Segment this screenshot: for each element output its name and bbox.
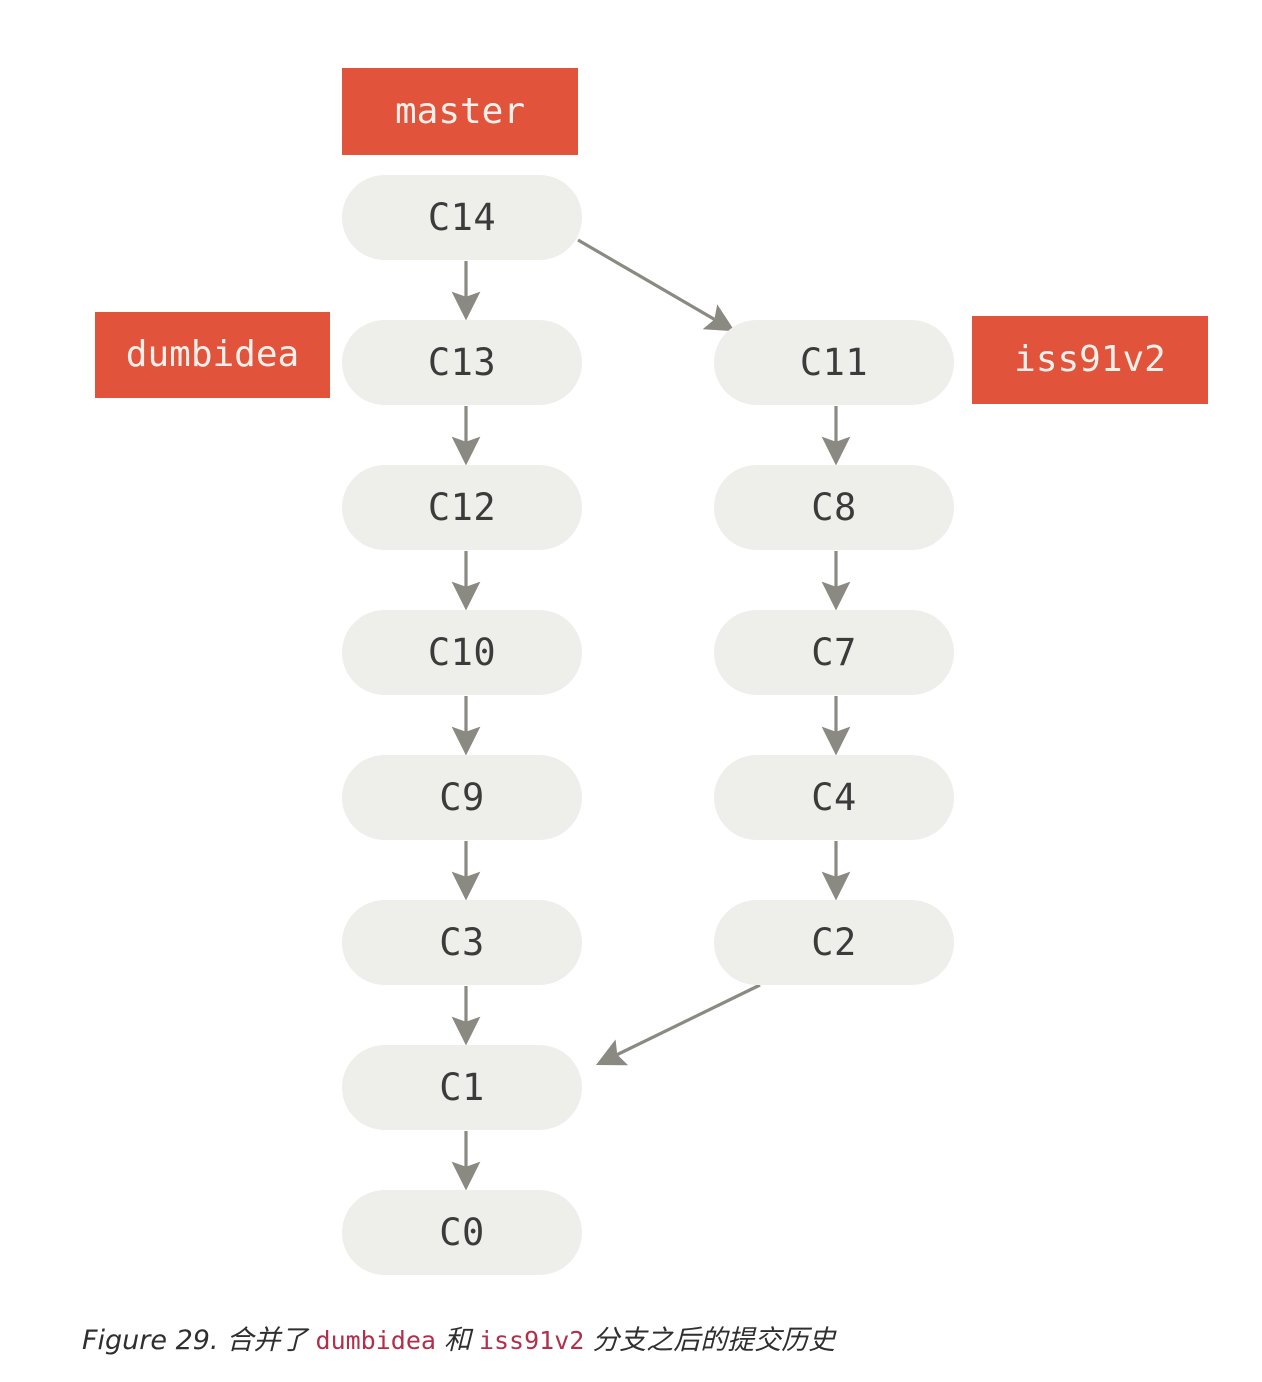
caption-code-iss91v2: iss91v2 xyxy=(478,1326,585,1355)
branch-label-master-text: master xyxy=(394,90,526,132)
branch-label-iss91v2-text: iss91v2 xyxy=(1014,339,1166,380)
commit-label-c14: C14 xyxy=(427,196,497,239)
commit-node-c14[interactable]: C14 xyxy=(342,175,582,260)
commit-node-c11[interactable]: C11 xyxy=(714,320,954,405)
commit-node-c8[interactable]: C8 xyxy=(714,465,954,550)
branch-label-master[interactable]: master xyxy=(342,68,578,155)
caption-text-1: 合并了 xyxy=(226,1325,308,1356)
commit-label-c4: C4 xyxy=(811,776,857,819)
commit-label-c7: C7 xyxy=(811,631,857,674)
commit-node-c0[interactable]: C0 xyxy=(342,1190,582,1275)
caption-text-2: 和 xyxy=(443,1325,471,1356)
commit-label-c10: C10 xyxy=(427,631,497,674)
commit-node-c1[interactable]: C1 xyxy=(342,1045,582,1130)
commit-label-c3: C3 xyxy=(439,921,485,964)
commit-label-c11: C11 xyxy=(799,341,869,384)
commit-node-c10[interactable]: C10 xyxy=(342,610,582,695)
commit-label-c13: C13 xyxy=(427,341,497,384)
git-commit-graph: master dumbidea iss91v2 C14 C13 C12 C10 … xyxy=(95,68,1208,1275)
commit-label-c8: C8 xyxy=(811,486,857,529)
commit-node-c12[interactable]: C12 xyxy=(342,465,582,550)
edge-c2-c1 xyxy=(595,983,761,1066)
commit-label-c1: C1 xyxy=(439,1066,485,1109)
branch-label-dumbidea[interactable]: dumbidea xyxy=(95,312,330,398)
caption-text-3: 分支之后的提交历史 xyxy=(592,1325,836,1356)
edge-layer xyxy=(451,238,851,1191)
branch-label-dumbidea-text: dumbidea xyxy=(125,334,300,375)
branch-label-iss91v2[interactable]: iss91v2 xyxy=(972,316,1208,404)
commit-node-c4[interactable]: C4 xyxy=(714,755,954,840)
commit-label-c0: C0 xyxy=(439,1211,485,1254)
commit-label-c12: C12 xyxy=(427,486,497,529)
commit-node-c2[interactable]: C2 xyxy=(714,900,954,985)
commit-node-c7[interactable]: C7 xyxy=(714,610,954,695)
commit-label-c2: C2 xyxy=(811,921,857,964)
caption-code-dumbidea: dumbidea xyxy=(315,1326,436,1355)
commit-node-c13[interactable]: C13 xyxy=(342,320,582,405)
edge-c14-c11 xyxy=(577,238,735,332)
commit-node-c9[interactable]: C9 xyxy=(342,755,582,840)
commit-label-c9: C9 xyxy=(439,776,485,819)
caption-prefix: Figure 29. xyxy=(82,1325,219,1356)
commit-node-c3[interactable]: C3 xyxy=(342,900,582,985)
